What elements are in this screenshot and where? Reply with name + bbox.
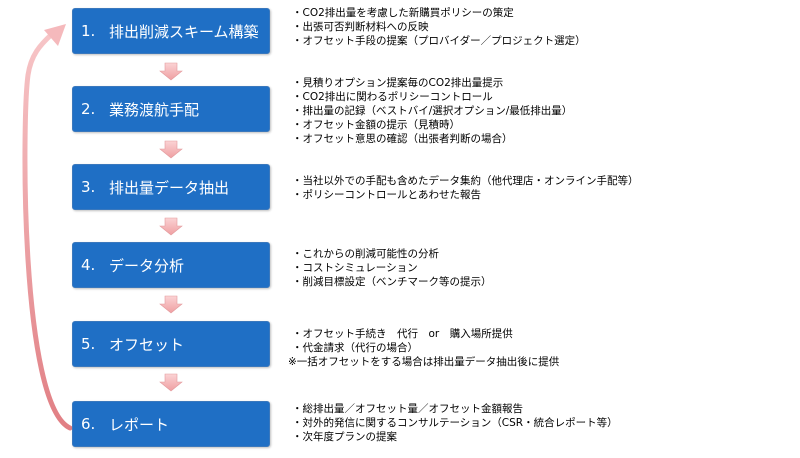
step-6-details: ・総排出量／オフセット量／オフセット金額報告 ・対外的発信に関するコンサルテーシ… xyxy=(292,402,618,444)
down-arrow-3 xyxy=(159,217,183,236)
step-2-box: 2. 業務渡航手配 xyxy=(72,86,270,132)
step-2-detail: ・オフセット金額の提示（見積時） xyxy=(292,119,460,131)
step-1-box: 1. 排出削減スキーム構築 xyxy=(72,8,270,54)
step-6-detail: ・次年度プランの提案 xyxy=(292,431,397,443)
step-2-detail: ・CO2排出に関わるポリシーコントロール xyxy=(292,91,493,103)
step-6-number: 6. xyxy=(81,415,96,433)
step-6-box: 6. レポート xyxy=(72,401,270,447)
step-3-details: ・当社以外での手配も含めたデータ集約（他代理店・オンライン手配等） ・ポリシーコ… xyxy=(292,174,639,202)
step-2-detail: ・見積りオプション提案毎のCO2排出量提示 xyxy=(292,77,504,89)
step-4-detail: ・コストシミュレーション xyxy=(292,262,418,274)
step-3-detail: ・ポリシーコントロールとあわせた報告 xyxy=(292,189,481,201)
step-3-label: 排出量データ抽出 xyxy=(109,178,230,197)
loop-back-arrowhead xyxy=(44,24,66,46)
step-5-number: 5. xyxy=(81,335,96,353)
step-4-details: ・これからの削減可能性の分析 ・コストシミュレーション ・削減目標設定（ベンチマ… xyxy=(292,247,492,289)
step-1-detail: ・出張可否判断材料への反映 xyxy=(292,21,429,33)
down-arrow-2 xyxy=(159,140,183,159)
step-4-number: 4. xyxy=(81,256,96,274)
step-2-number: 2. xyxy=(81,100,96,118)
step-2-detail: ・オフセット意思の確認（出張者判断の場合） xyxy=(292,133,513,145)
step-6-label: レポート xyxy=(109,415,170,434)
step-1-details: ・CO2排出量を考慮した新購買ポリシーの策定 ・出張可否判断材料への反映 ・オフ… xyxy=(292,6,586,48)
down-arrow-5 xyxy=(159,373,183,392)
step-3-detail: ・当社以外での手配も含めたデータ集約（他代理店・オンライン手配等） xyxy=(292,175,639,187)
step-2-details: ・見積りオプション提案毎のCO2排出量提示 ・CO2排出に関わるポリシーコントロ… xyxy=(292,76,572,146)
step-4-detail: ・これからの削減可能性の分析 xyxy=(292,248,439,260)
down-arrow-4 xyxy=(159,295,183,314)
step-1-label: 排出削減スキーム構築 xyxy=(109,22,259,41)
step-1-detail: ・オフセット手段の提案（プロバイダー／プロジェクト選定） xyxy=(292,35,586,47)
step-1-number: 1. xyxy=(81,22,96,40)
step-5-box: 5. オフセット xyxy=(72,321,270,367)
step-5-note: ※一括オフセットをする場合は排出量データ抽出後に提供 xyxy=(288,356,560,368)
step-2-label: 業務渡航手配 xyxy=(109,100,200,119)
step-5-label: オフセット xyxy=(109,335,185,354)
step-6-detail: ・対外的発信に関するコンサルテーション（CSR・統合レポート等） xyxy=(292,417,618,429)
step-5-details: ・オフセット手続き 代行 or 購入場所提供 ・代金請求（代行の場合） ※一括オ… xyxy=(288,327,559,369)
down-arrow-1 xyxy=(159,62,183,81)
step-1-detail: ・CO2排出量を考慮した新購買ポリシーの策定 xyxy=(292,7,514,19)
step-2-detail: ・排出量の記録（ベストバイ/選択オプション/最低排出量） xyxy=(292,105,573,117)
step-6-detail: ・総排出量／オフセット量／オフセット金額報告 xyxy=(292,403,523,415)
step-5-detail: ・代金請求（代行の場合） xyxy=(292,342,418,354)
step-4-label: データ分析 xyxy=(109,256,185,275)
step-4-box: 4. データ分析 xyxy=(72,242,270,288)
step-3-number: 3. xyxy=(81,178,96,196)
step-5-detail: ・オフセット手続き 代行 or 購入場所提供 xyxy=(292,328,513,340)
step-3-box: 3. 排出量データ抽出 xyxy=(72,164,270,210)
loop-back-arrow xyxy=(22,31,73,431)
step-4-detail: ・削減目標設定（ベンチマーク等の提示） xyxy=(292,276,492,288)
